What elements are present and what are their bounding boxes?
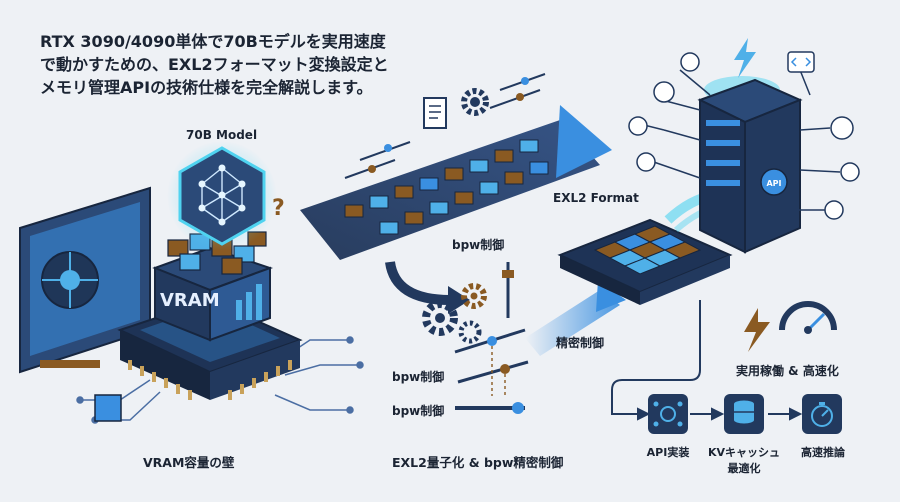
gpu-card-icon <box>19 186 151 374</box>
flow-step-label: API実装 <box>644 444 692 460</box>
bolt-icon <box>744 308 770 352</box>
flow-step-label-line: 最適化 <box>727 462 761 475</box>
flow-step-api-icon <box>648 394 688 434</box>
headline-line-3: メモリ管理APIの技術仕様を完全解説します。 <box>40 78 373 97</box>
code-icon <box>787 51 815 73</box>
flow-connector <box>611 300 803 421</box>
database-icon <box>724 394 764 434</box>
flow-step-label: KVキャッシュ 最適化 <box>708 444 780 476</box>
exl2-caption: EXL2量子化 & bpw精密制御 <box>392 455 564 470</box>
bpw-label-low: bpw制御 <box>392 404 445 418</box>
lightning-icon <box>734 38 756 78</box>
curved-arrow-icon <box>385 261 470 314</box>
network-icon <box>628 52 700 172</box>
headline: RTX 3090/4090単体で70Bモデルを実用速度 で動かすための、EXL2… <box>40 30 400 99</box>
flow-step-label-line: 高速推論 <box>801 446 845 459</box>
stopwatch-icon <box>802 394 842 434</box>
flow-step-label-line: API実装 <box>646 446 690 459</box>
server-icon <box>697 76 803 254</box>
exl2-board <box>557 218 733 305</box>
document-icon <box>423 97 447 129</box>
vertical-slider <box>502 262 514 318</box>
neural-network-icon <box>167 141 277 251</box>
flow-step-label-line: KVキャッシュ <box>708 446 781 459</box>
gear-icon <box>461 88 489 116</box>
practical-label: 実用稼働 & 高速化 <box>736 364 839 378</box>
small-chip-icon <box>94 394 122 422</box>
server-badge: API <box>766 179 781 188</box>
exl2-format-label: EXL2 Format <box>553 191 639 205</box>
vram-caption: VRAM容量の壁 <box>143 455 235 470</box>
speedometer-icon <box>779 301 837 334</box>
cube-icon <box>824 116 860 220</box>
bpw-label-mid: bpw制御 <box>392 370 445 384</box>
model-label: 70B Model <box>186 128 258 142</box>
bpw-label-top: bpw制御 <box>452 238 505 252</box>
headline-line-2: で動かすための、EXL2フォーマット変換設定と <box>40 55 389 74</box>
flow-step-label: 高速推論 <box>796 444 850 460</box>
bpw-sliders <box>454 328 529 414</box>
vram-chip-label: VRAM <box>160 290 220 311</box>
headline-line-1: RTX 3090/4090単体で70Bモデルを実用速度 <box>40 32 386 51</box>
precise-label: 精密制御 <box>556 336 605 350</box>
data-stream <box>300 73 612 260</box>
gear-cluster-icon <box>422 283 487 344</box>
question-mark: ? <box>272 196 285 221</box>
